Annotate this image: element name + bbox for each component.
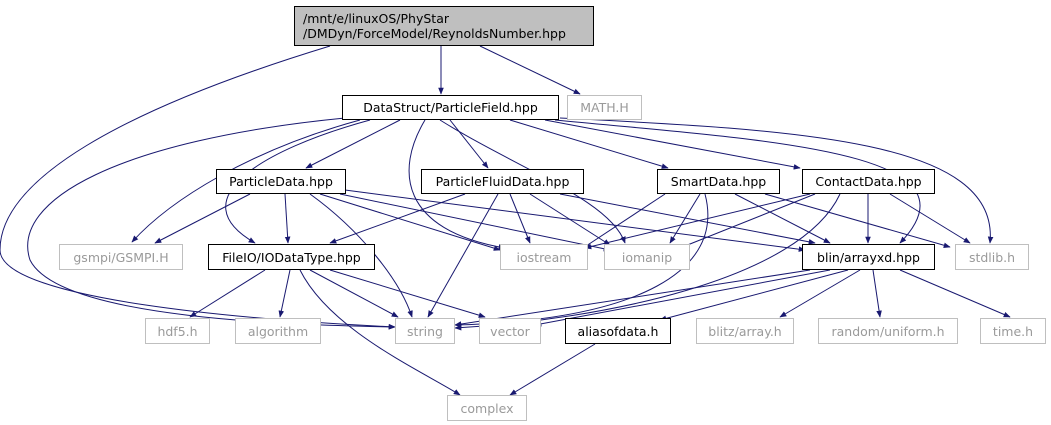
edge-pd-iostream xyxy=(319,193,501,251)
node-arrayxd[interactable]: blin/arrayxd.hpp xyxy=(802,244,935,270)
node-contactdata[interactable]: ContactData.hpp xyxy=(802,169,935,194)
node-root-line1: /mnt/e/linuxOS/PhyStar xyxy=(303,11,449,26)
edge-sd-stdlib xyxy=(764,193,951,248)
node-hdf5: hdf5.h xyxy=(145,318,210,344)
node-vector: vector xyxy=(479,318,541,344)
edge-io-algorithm xyxy=(278,269,291,318)
edge-pd-string xyxy=(309,193,413,318)
edge-ax-random xyxy=(872,269,882,318)
node-string: string xyxy=(395,318,455,344)
node-math-label: MATH.H xyxy=(580,100,629,115)
node-iodatatype[interactable]: FileIO/IODataType.hpp xyxy=(208,244,375,270)
node-blitzarray: blitz/array.h xyxy=(696,318,794,344)
edge-pfd-arrayxd xyxy=(559,193,816,245)
edge-io-string xyxy=(309,269,399,318)
edge-pf-particlefluiddata xyxy=(449,119,489,169)
edge-root-math xyxy=(479,45,581,95)
edge-pfd-string xyxy=(427,193,499,318)
node-time-label: time.h xyxy=(992,323,1034,339)
node-aliasofdata-label: aliasofdata.h xyxy=(577,323,659,339)
edge-cd-stdlib xyxy=(889,193,971,244)
edge-ax-blitzarray xyxy=(779,269,861,318)
node-particlefluiddata[interactable]: ParticleFluidData.hpp xyxy=(421,169,584,194)
edge-pf-smartdata xyxy=(509,119,669,169)
edge-pd-arrayxd xyxy=(344,189,806,252)
node-gsmpi-label: gsmpi/GSMPI.H xyxy=(73,249,169,265)
node-vector-label: vector xyxy=(490,323,530,339)
node-blitzarray-label: blitz/array.h xyxy=(708,323,782,339)
edge-sd-iostream xyxy=(579,193,666,251)
node-iostream-label: iostream xyxy=(516,249,572,265)
node-iodatatype-label: FileIO/IODataType.hpp xyxy=(222,249,361,265)
edge-pd-gsmpi xyxy=(154,193,251,244)
edge-pd-iomanip xyxy=(339,193,611,252)
node-smartdata-label: SmartData.hpp xyxy=(670,174,767,189)
edge-sd-arrayxd xyxy=(734,193,831,244)
node-time: time.h xyxy=(980,318,1046,344)
edge-pfd-iomanip xyxy=(529,193,611,246)
edge-pf-particledata xyxy=(305,119,401,169)
edge-pf-iostream xyxy=(408,119,506,250)
node-aliasofdata[interactable]: aliasofdata.h xyxy=(565,318,671,344)
edge-ax-aliasofdata xyxy=(659,269,849,322)
edge-pf-arrayxd xyxy=(554,119,921,244)
edge-ax-vector xyxy=(534,269,831,327)
node-string-label: string xyxy=(407,323,443,339)
node-iostream: iostream xyxy=(500,244,588,270)
edge-pfd-iostream xyxy=(509,193,531,244)
node-hdf5-label: hdf5.h xyxy=(157,323,198,339)
node-iomanip-label: iomanip xyxy=(621,249,673,265)
node-particledata-label: ParticleData.hpp xyxy=(229,174,333,189)
node-particlefield[interactable]: DataStruct/ParticleField.hpp xyxy=(342,95,559,120)
node-random: random/uniform.h xyxy=(818,318,958,344)
edge-pf-string xyxy=(27,117,396,330)
node-complex: complex xyxy=(447,395,527,421)
edge-pfd-iodatatype xyxy=(329,193,466,244)
edge-cd-iostream xyxy=(584,193,811,250)
node-complex-label: complex xyxy=(460,400,514,416)
node-gsmpi: gsmpi/GSMPI.H xyxy=(59,244,183,270)
edge-root-string xyxy=(0,45,396,330)
node-particlefluiddata-label: ParticleFluidData.hpp xyxy=(435,174,570,189)
node-stdlib: stdlib.h xyxy=(955,244,1029,270)
edge-pf-contactdata xyxy=(544,119,801,170)
node-algorithm: algorithm xyxy=(235,318,321,344)
edge-ax-time xyxy=(899,269,1011,318)
node-iomanip: iomanip xyxy=(604,244,690,270)
node-root-line2: /DMDyn/ForceModel/ReynoldsNumber.hpp xyxy=(303,26,566,41)
node-math: MATH.H xyxy=(567,95,642,120)
edge-io-hdf5 xyxy=(189,269,266,318)
edge-pd-iodatatype xyxy=(284,193,291,244)
edge-al-complex xyxy=(509,343,596,396)
edge-io-vector xyxy=(329,269,486,318)
edge-ax-string xyxy=(454,269,811,327)
node-stdlib-label: stdlib.h xyxy=(968,249,1016,265)
edge-pf-stdlib xyxy=(559,117,994,244)
node-smartdata[interactable]: SmartData.hpp xyxy=(657,169,780,194)
node-arrayxd-label: blin/arrayxd.hpp xyxy=(817,249,920,265)
edge-io-complex xyxy=(299,269,461,396)
node-algorithm-label: algorithm xyxy=(247,323,309,339)
edge-cd-iomanip xyxy=(674,193,816,251)
node-random-label: random/uniform.h xyxy=(831,323,945,339)
edge-sd-iomanip xyxy=(669,193,701,244)
node-contactdata-label: ContactData.hpp xyxy=(815,174,922,189)
node-particledata[interactable]: ParticleData.hpp xyxy=(216,169,346,194)
node-root[interactable]: /mnt/e/linuxOS/PhyStar /DMDyn/ForceModel… xyxy=(294,6,594,46)
node-particlefield-label: DataStruct/ParticleField.hpp xyxy=(363,100,538,115)
